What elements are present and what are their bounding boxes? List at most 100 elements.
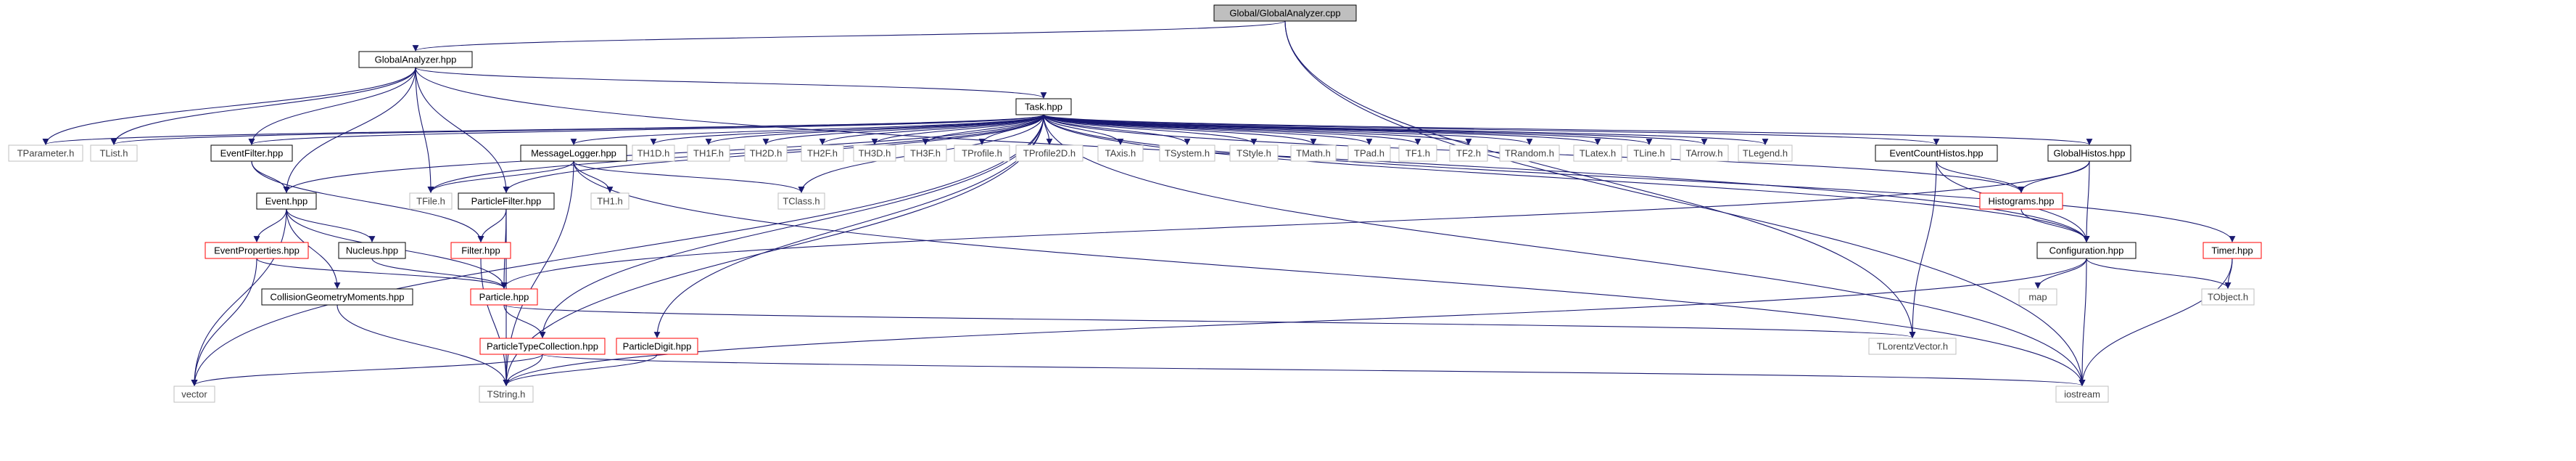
edge-task-hpp-to-vector bbox=[191, 114, 1044, 386]
edge-histograms-hpp-to-configuration-hpp bbox=[2020, 208, 2090, 242]
node-filter-hpp[interactable]: Filter.hpp bbox=[450, 242, 511, 259]
edge-timer-hpp-to-iostream bbox=[2078, 258, 2233, 386]
edge-collisiongeometrymoments-hpp-to-tstring-h bbox=[337, 304, 510, 386]
edge-task-hpp-to-globalhistos-hpp bbox=[1043, 114, 2092, 145]
node-tprofile-h: TProfile.h bbox=[954, 144, 1010, 162]
node-label: Filter.hpp bbox=[461, 245, 500, 256]
edge-global-analyzer-hpp-to-particlefilter-hpp bbox=[415, 67, 510, 193]
node-box bbox=[853, 144, 896, 162]
node-particlefilter-hpp[interactable]: ParticleFilter.hpp bbox=[458, 192, 555, 210]
node-box bbox=[777, 192, 825, 210]
edge-global-analyzer-hpp-to-event-hpp bbox=[283, 67, 416, 193]
node-eventfilter-hpp[interactable]: EventFilter.hpp bbox=[210, 144, 293, 162]
node-task-hpp[interactable]: Task.hpp bbox=[1015, 98, 1072, 115]
node-particledigit-hpp[interactable]: ParticleDigit.hpp bbox=[616, 338, 698, 355]
node-box bbox=[1159, 144, 1215, 162]
node-label: Particle.hpp bbox=[479, 292, 529, 303]
node-map: map bbox=[2018, 288, 2057, 306]
edge-task-hpp-to-th3d-h bbox=[871, 114, 1044, 145]
node-messagelogger-hpp[interactable]: MessageLogger.hpp bbox=[520, 144, 627, 162]
node-global-analyzer-cpp[interactable]: Global/GlobalAnalyzer.cpp bbox=[1213, 4, 1357, 22]
node-box bbox=[632, 144, 675, 162]
node-label: TString.h bbox=[487, 389, 526, 400]
node-box bbox=[2018, 288, 2057, 306]
node-label: TPad.h bbox=[1354, 148, 1384, 159]
edge-task-hpp-to-particletypecollection-hpp bbox=[539, 114, 1044, 338]
node-box bbox=[801, 144, 844, 162]
edge-globalhistos-hpp-to-particle-hpp bbox=[500, 160, 2090, 289]
edge-event-hpp-to-collisiongeometrymoments-hpp bbox=[286, 208, 341, 289]
node-tfile-h: TFile.h bbox=[409, 192, 453, 210]
node-box bbox=[520, 144, 627, 162]
edge-particlefilter-hpp-to-filter-hpp bbox=[477, 208, 507, 242]
node-box bbox=[450, 242, 511, 259]
node-box bbox=[2203, 242, 2262, 259]
node-tlorentzvector-h: TLorentzVector.h bbox=[1868, 338, 1957, 355]
node-box bbox=[1979, 192, 2063, 210]
node-th1d-h: TH1D.h bbox=[632, 144, 675, 162]
node-label: ParticleFilter.hpp bbox=[471, 196, 542, 207]
edge-nucleus-hpp-to-particle-hpp bbox=[371, 258, 508, 289]
node-label: Event.hpp bbox=[265, 196, 308, 207]
node-box bbox=[590, 192, 629, 210]
node-label: TF1.h bbox=[1405, 148, 1430, 159]
node-globalhistos-hpp[interactable]: GlobalHistos.hpp bbox=[2047, 144, 2131, 162]
edge-task-hpp-to-th1d-h bbox=[650, 114, 1044, 145]
edge-task-hpp-to-iostream bbox=[1043, 114, 2086, 386]
node-tparameter-h: TParameter.h bbox=[8, 144, 83, 162]
node-box bbox=[954, 144, 1010, 162]
edge-task-hpp-to-tstyle-h bbox=[1043, 114, 1258, 145]
edge-configuration-hpp-to-tstring-h bbox=[503, 258, 2087, 386]
edge-eventfilter-hpp-to-event-hpp bbox=[251, 160, 290, 193]
edge-global-analyzer-hpp-to-task-hpp bbox=[415, 67, 1047, 99]
node-box bbox=[1875, 144, 1998, 162]
node-configuration-hpp[interactable]: Configuration.hpp bbox=[2036, 242, 2137, 259]
node-timer-hpp[interactable]: Timer.hpp bbox=[2203, 242, 2262, 259]
node-box bbox=[1097, 144, 1144, 162]
node-nucleus-hpp[interactable]: Nucleus.hpp bbox=[338, 242, 406, 259]
node-box bbox=[1449, 144, 1488, 162]
node-vector: vector bbox=[173, 385, 215, 403]
node-particle-hpp[interactable]: Particle.hpp bbox=[470, 288, 538, 306]
node-label: TH1D.h bbox=[637, 148, 670, 159]
node-box bbox=[1347, 144, 1391, 162]
node-label: TH2F.h bbox=[807, 148, 838, 159]
node-tclass-h: TClass.h bbox=[777, 192, 825, 210]
node-box bbox=[744, 144, 788, 162]
node-box bbox=[1738, 144, 1793, 162]
node-label: EventFilter.hpp bbox=[220, 148, 284, 159]
edge-configuration-hpp-to-map bbox=[2034, 258, 2087, 289]
node-label: TLorentzVector.h bbox=[1877, 341, 1948, 352]
node-label: EventProperties.hpp bbox=[214, 245, 300, 256]
edge-task-hpp-to-tlist-h bbox=[111, 114, 1044, 145]
node-eventproperties-hpp[interactable]: EventProperties.hpp bbox=[205, 242, 309, 259]
node-label: Task.hpp bbox=[1025, 102, 1062, 113]
node-event-hpp[interactable]: Event.hpp bbox=[256, 192, 317, 210]
node-label: TH3D.h bbox=[859, 148, 891, 159]
node-th1f-h: TH1F.h bbox=[687, 144, 730, 162]
node-eventcounthistos-hpp[interactable]: EventCountHistos.hpp bbox=[1875, 144, 1998, 162]
node-box bbox=[904, 144, 947, 162]
node-label: TClass.h bbox=[783, 196, 820, 207]
node-particletypecollection-hpp[interactable]: ParticleTypeCollection.hpp bbox=[479, 338, 606, 355]
edge-configuration-hpp-to-iostream bbox=[2078, 258, 2087, 386]
node-tline-h: TLine.h bbox=[1627, 144, 1672, 162]
node-histograms-hpp[interactable]: Histograms.hpp bbox=[1979, 192, 2063, 210]
node-box bbox=[256, 192, 317, 210]
node-box bbox=[409, 192, 453, 210]
node-box bbox=[2201, 288, 2255, 306]
edge-task-hpp-to-eventfilter-hpp bbox=[249, 114, 1044, 145]
node-label: GlobalAnalyzer.hpp bbox=[375, 54, 457, 65]
node-box bbox=[1015, 98, 1072, 115]
edge-eventproperties-hpp-to-vector bbox=[191, 258, 257, 386]
node-th2d-h: TH2D.h bbox=[744, 144, 788, 162]
node-global-analyzer-hpp[interactable]: GlobalAnalyzer.hpp bbox=[358, 51, 473, 68]
node-tpad-h: TPad.h bbox=[1347, 144, 1391, 162]
node-label: TProfile2D.h bbox=[1023, 148, 1076, 159]
node-box bbox=[2047, 144, 2131, 162]
edge-task-hpp-to-messagelogger-hpp bbox=[570, 114, 1044, 145]
node-box bbox=[338, 242, 406, 259]
edge-global-analyzer-hpp-to-eventfilter-hpp bbox=[248, 67, 416, 145]
node-collisiongeometrymoments-hpp[interactable]: CollisionGeometryMoments.hpp bbox=[261, 288, 413, 306]
node-box bbox=[1290, 144, 1337, 162]
